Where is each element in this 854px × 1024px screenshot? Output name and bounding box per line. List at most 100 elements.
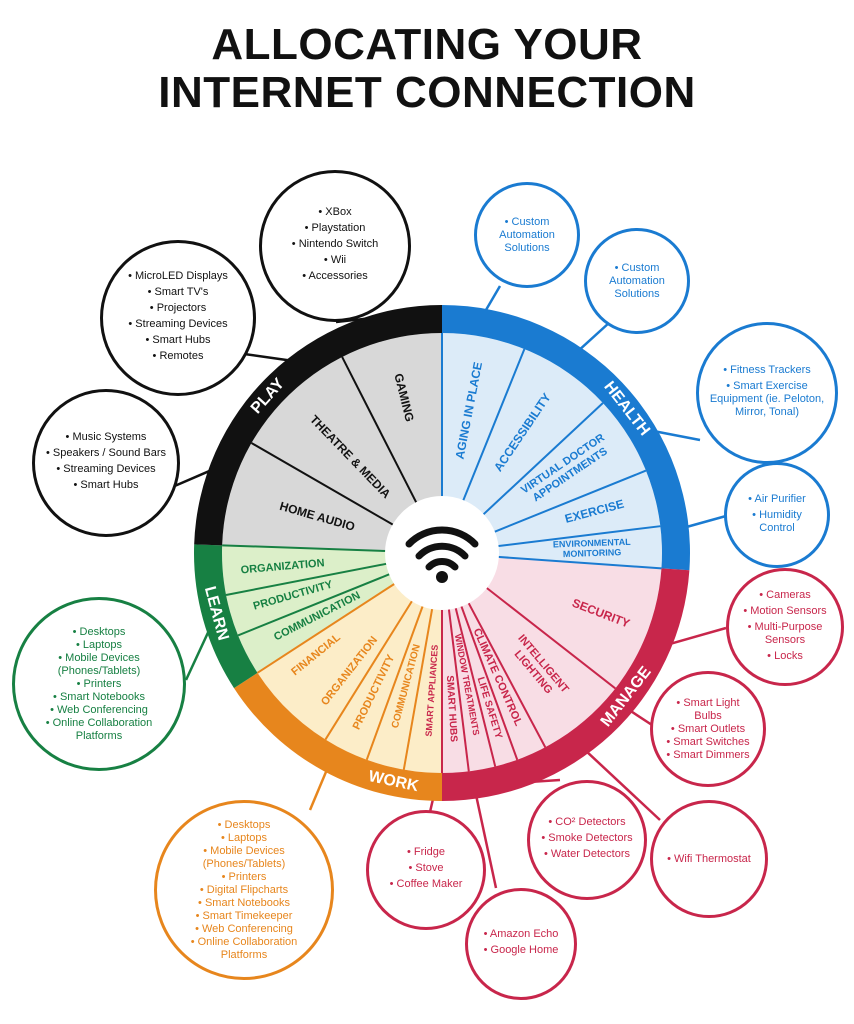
bubble-climate-control: Wifi Thermostat [650,800,768,918]
bubble-smart-appliances: Fridge Stove Coffee Maker [366,810,486,930]
segment-divider [250,442,395,526]
center-hub [385,496,499,610]
segment-label: SMART HUBS [444,675,459,743]
bubble-item: Custom Automation Solutions [597,262,677,301]
bubble-item: XBox [292,206,378,219]
segment-divider [237,573,391,637]
connector-line [577,321,611,352]
segment-divider [256,582,396,674]
connector-line [684,514,727,529]
bubble-item: Smart Dimmers [663,749,753,762]
bubble-home-audio: Music Systems Speakers / Sound Bars Stre… [32,389,180,537]
bubble-item: Desktops [25,626,173,639]
wheel-dividers [222,333,662,773]
wedge-work [257,553,442,773]
bubble-item: Wifi Thermostat [667,853,751,866]
bubble-item: Nintendo Switch [292,238,379,251]
bubble-item: Wii [292,254,378,267]
band-learn [194,544,258,689]
bubble-item: Locks [739,650,831,663]
bubble-item: Air Purifier [737,493,817,506]
bubble-item: Desktops [167,819,321,832]
bubble-item: CO² Detectors [541,816,632,829]
segment-divider [447,608,470,772]
bubble-item: Fridge [390,846,463,859]
connector-line [169,468,214,490]
bubble-item: Smart Hubs [46,479,166,492]
bubble-smart-hubs: Amazon Echo Google Home [465,888,577,1000]
bubble-environmental: Air Purifier Humidity Control [724,462,830,568]
segment-divider [402,607,434,770]
segment-divider [497,555,662,570]
bubble-item: Web Conferencing [167,923,321,936]
connector-line [308,767,329,811]
bubble-exercise: Fitness Trackers Smart Exercise Equipmen… [696,322,838,464]
bubble-item: Water Detectors [541,848,632,861]
bubble-item: Streaming Devices [46,463,166,476]
bubble-accessibility: Custom Automation Solutions [584,228,690,334]
wedge-manage [442,553,662,773]
connector-line [653,429,701,442]
bubble-item: Laptops [167,832,321,845]
bubble-item: Mobile Devices (Phones/Tablets) [25,652,173,678]
connector-line [628,708,653,727]
segment-divider [460,605,519,761]
connector-line [474,794,498,889]
bubble-item: Smart Notebooks [167,897,321,910]
segment-divider [467,601,547,748]
wedge-learn [222,545,442,673]
bubble-item: Playstation [292,222,378,235]
segment-label: ENVIRONMENTAL [553,537,632,550]
bubble-work: Desktops Laptops Mobile Devices (Phones/… [154,800,334,980]
bubble-item: Printers [167,871,321,884]
bubble-item: Printers [25,678,173,691]
segment-divider [493,469,647,533]
band-health [442,305,690,571]
segment-divider [341,356,418,504]
bubble-learn: Desktops Laptops Mobile Devices (Phones/… [12,597,186,771]
band-manage [442,568,690,801]
segment-divider [482,402,604,516]
wheel-wedges [222,333,662,773]
wifi-icon [405,526,479,583]
bubble-item: Google Home [484,944,559,957]
bubble-intelligent-lighting: Smart Light Bulbs Smart Outlets Smart Sw… [650,671,766,787]
bubble-aging-in-place: Custom Automation Solutions [474,182,580,288]
bubble-item: Smoke Detectors [541,832,632,845]
band-work [234,672,442,801]
bubble-item: MicroLED Displays [128,270,228,283]
connector-line [184,627,212,681]
bubble-item: Smart Exercise Equipment (ie. Peloton, M… [709,380,825,419]
bubble-item: Humidity Control [737,509,817,535]
bubble-gaming: XBox Playstation Nintendo Switch Wii Acc… [259,170,411,322]
bubble-item: Mobile Devices (Phones/Tablets) [167,845,321,871]
bubble-item: Web Conferencing [25,704,173,717]
bubble-item: Amazon Echo [484,928,558,941]
wedge-play [222,333,442,553]
segment-divider [222,544,387,553]
bubble-theatre-media: MicroLED Displays Smart TV's Projectors … [100,240,256,396]
connector-lines [169,285,727,889]
band-play [194,305,442,546]
bubble-item: Streaming Devices [128,318,228,331]
bubble-item: Smart Switches [663,736,753,749]
bubble-item: Coffee Maker [390,878,463,891]
bubble-item: Smart Hubs [128,334,228,347]
segment-divider [225,562,388,596]
bubble-security: Cameras Motion Sensors Multi-Purpose Sen… [726,568,844,686]
bubble-item: Smart Timekeeper [167,910,321,923]
bubble-item: Stove [390,862,463,875]
segment-divider [454,607,497,767]
bubble-item: Remotes [128,350,228,363]
page-title-line-2: INTERNET CONNECTION [158,68,696,117]
page-title-line-1: ALLOCATING YOUR [211,20,643,69]
segment-divider [324,599,414,741]
bubble-item: Projectors [128,302,228,315]
connector-line [584,749,661,821]
bubble-item: Motion Sensors [739,605,831,618]
connector-line [667,626,727,646]
bubble-item: Accessories [292,270,378,283]
segment-divider [462,348,526,502]
bubble-item: Smart Light Bulbs [663,697,753,723]
